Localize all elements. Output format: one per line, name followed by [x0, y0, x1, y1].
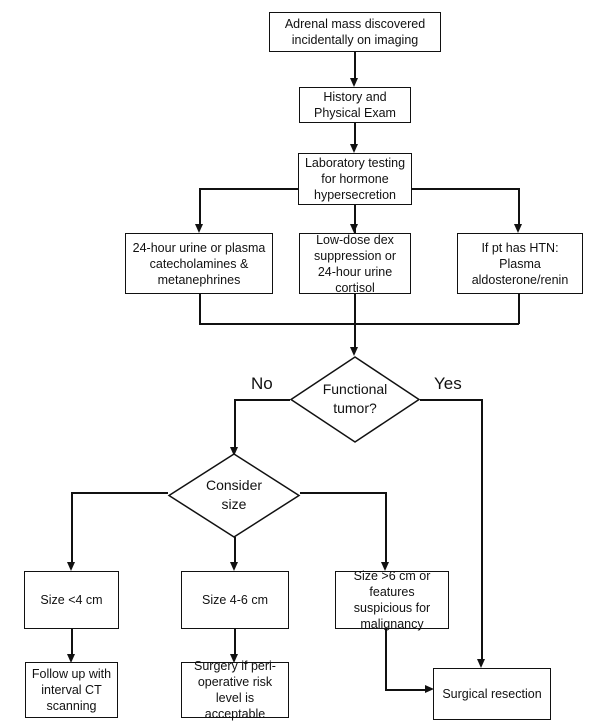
branch-label-no: No — [251, 374, 273, 393]
connector — [300, 492, 385, 494]
arrowhead — [350, 144, 358, 153]
node-size-large: Size >6 cm or features suspicious for ma… — [335, 569, 449, 631]
connector — [71, 492, 73, 564]
arrowhead — [230, 447, 238, 456]
arrowhead — [350, 224, 358, 233]
node-surgery-risk: Surgery if peri-operative risk level is … — [181, 659, 289, 721]
connector — [354, 204, 356, 234]
decision-consider-size-label: Consider size — [205, 477, 263, 512]
node-lab-testing: Laboratory testing for hormone hypersecr… — [298, 153, 412, 205]
connector — [354, 122, 356, 147]
connector — [518, 188, 520, 226]
connector — [420, 399, 481, 401]
connector — [234, 399, 290, 401]
connector — [234, 537, 236, 564]
connector — [234, 399, 236, 449]
node-test-dex: Low-dose dex suppression or 24-hour urin… — [299, 233, 411, 295]
connector — [385, 492, 387, 564]
arrowhead — [514, 224, 522, 233]
connector — [481, 399, 483, 661]
node-surgical-resection: Surgical resection — [433, 668, 551, 720]
arrowhead — [67, 654, 75, 663]
node-followup-ct: Follow up with interval CT scanning — [25, 662, 118, 718]
arrowhead — [230, 562, 238, 571]
connector — [71, 628, 73, 656]
connector — [199, 323, 519, 325]
arrowhead — [425, 685, 434, 693]
node-test-catecholamines: 24-hour urine or plasma catecholamines &… — [125, 233, 273, 294]
node-size-mid: Size 4-6 cm — [181, 571, 289, 629]
branch-label-yes: Yes — [434, 374, 462, 393]
arrowhead — [67, 562, 75, 571]
connector — [234, 628, 236, 656]
connector — [385, 628, 387, 690]
arrowhead — [477, 659, 485, 668]
connector — [385, 689, 427, 691]
node-history-physical: History and Physical Exam — [299, 87, 411, 123]
decision-functional-tumor — [289, 356, 421, 443]
arrowhead — [195, 224, 203, 233]
connector — [199, 188, 201, 226]
node-size-small: Size <4 cm — [24, 571, 119, 629]
node-test-aldosterone: If pt has HTN: Plasma aldosterone/renin — [457, 233, 583, 294]
connector — [354, 51, 356, 81]
connector — [199, 294, 201, 324]
arrowhead — [350, 78, 358, 87]
decision-functional-label: Functional tumor? — [322, 381, 388, 416]
arrowhead — [230, 654, 238, 663]
arrowhead — [350, 347, 358, 356]
connector — [71, 492, 168, 494]
node-start: Adrenal mass discovered incidentally on … — [269, 12, 441, 52]
arrowhead — [381, 562, 389, 571]
connector — [354, 294, 356, 347]
connector — [518, 294, 520, 324]
decision-consider-size — [167, 453, 301, 538]
